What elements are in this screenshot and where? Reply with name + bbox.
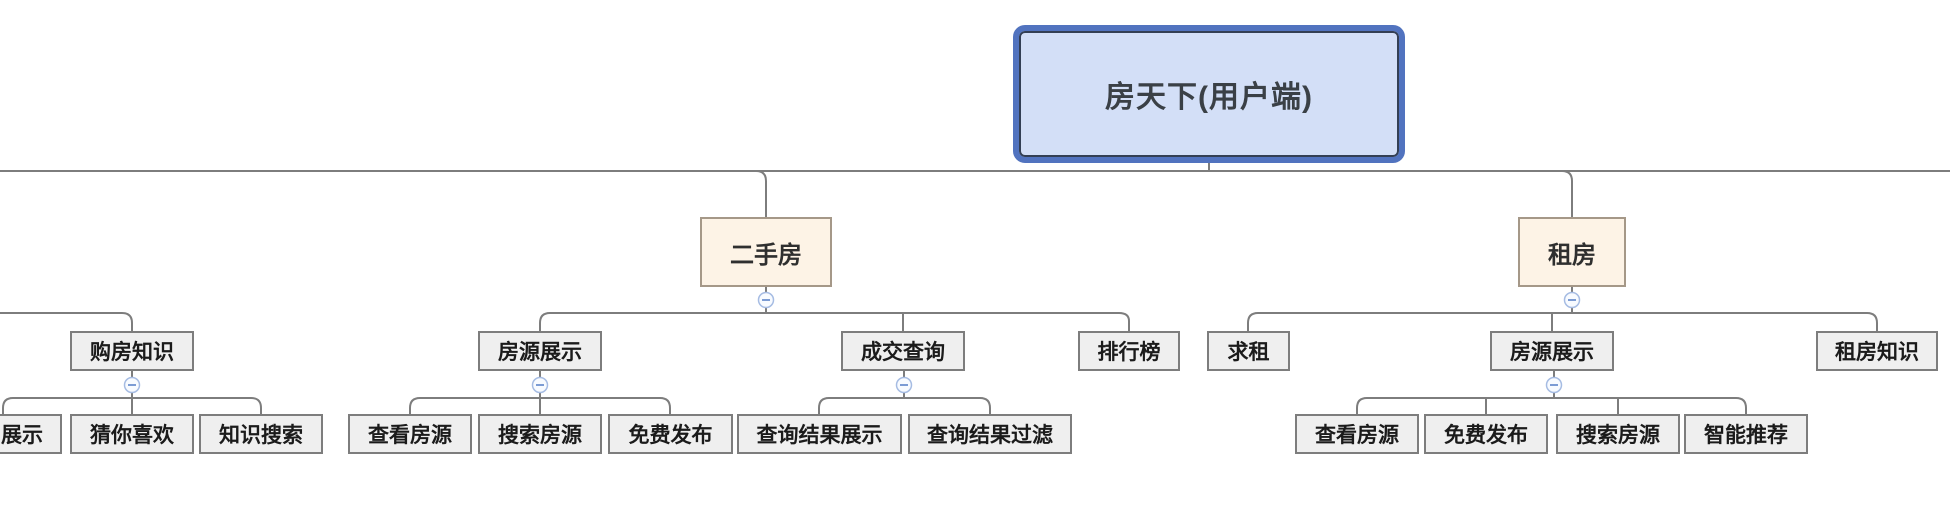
connector-rent-children-bus: [1247, 312, 1878, 331]
node-deal-query[interactable]: 成交查询: [841, 331, 965, 371]
collapse-button-rent[interactable]: [1563, 291, 1581, 309]
node-query-result-display[interactable]: 查询结果展示: [737, 414, 902, 454]
collapse-button-deal-query[interactable]: [895, 376, 913, 394]
collapse-button-buy-knowledge[interactable]: [123, 376, 141, 394]
node-search-listing-right[interactable]: 搜索房源: [1556, 414, 1680, 454]
node-knowledge-search[interactable]: 知识搜索: [199, 414, 323, 454]
collapse-button-secondhand[interactable]: [757, 291, 775, 309]
connector-dealquery-children-bus: [818, 397, 991, 414]
node-query-result-filter[interactable]: 查询结果过滤: [908, 414, 1072, 454]
connector-offscreen-left-bus: [0, 312, 133, 331]
node-view-listing-left[interactable]: 查看房源: [348, 414, 472, 454]
node-rent-knowledge[interactable]: 租房知识: [1816, 331, 1938, 371]
node-listing-display-left[interactable]: 房源展示: [478, 331, 602, 371]
node-view-listing-right[interactable]: 查看房源: [1295, 414, 1419, 454]
node-seek-rent[interactable]: 求租: [1207, 331, 1290, 371]
node-free-publish-left[interactable]: 免费发布: [608, 414, 733, 454]
node-display-clipped[interactable]: 展示: [0, 414, 62, 454]
node-search-listing-left[interactable]: 搜索房源: [478, 414, 602, 454]
node-secondhand-house[interactable]: 二手房: [700, 217, 832, 287]
node-ranking[interactable]: 排行榜: [1078, 331, 1180, 371]
node-guess-you-like[interactable]: 猜你喜欢: [70, 414, 194, 454]
node-listing-display-right[interactable]: 房源展示: [1490, 331, 1614, 371]
node-free-publish-right[interactable]: 免费发布: [1424, 414, 1548, 454]
node-rent-house[interactable]: 租房: [1518, 217, 1626, 287]
connector-rent-drop: [1561, 170, 1573, 217]
node-root[interactable]: 房天下(用户端): [1013, 25, 1405, 163]
connector-secondhand-children-bus: [539, 312, 1130, 331]
node-smart-recommend[interactable]: 智能推荐: [1684, 414, 1808, 454]
connector-secondhand-drop: [755, 170, 767, 217]
collapse-button-listing-left[interactable]: [531, 376, 549, 394]
node-buy-knowledge[interactable]: 购房知识: [70, 331, 194, 371]
connector-listing-right-children-bus: [1356, 397, 1747, 414]
collapse-button-listing-right[interactable]: [1545, 376, 1563, 394]
